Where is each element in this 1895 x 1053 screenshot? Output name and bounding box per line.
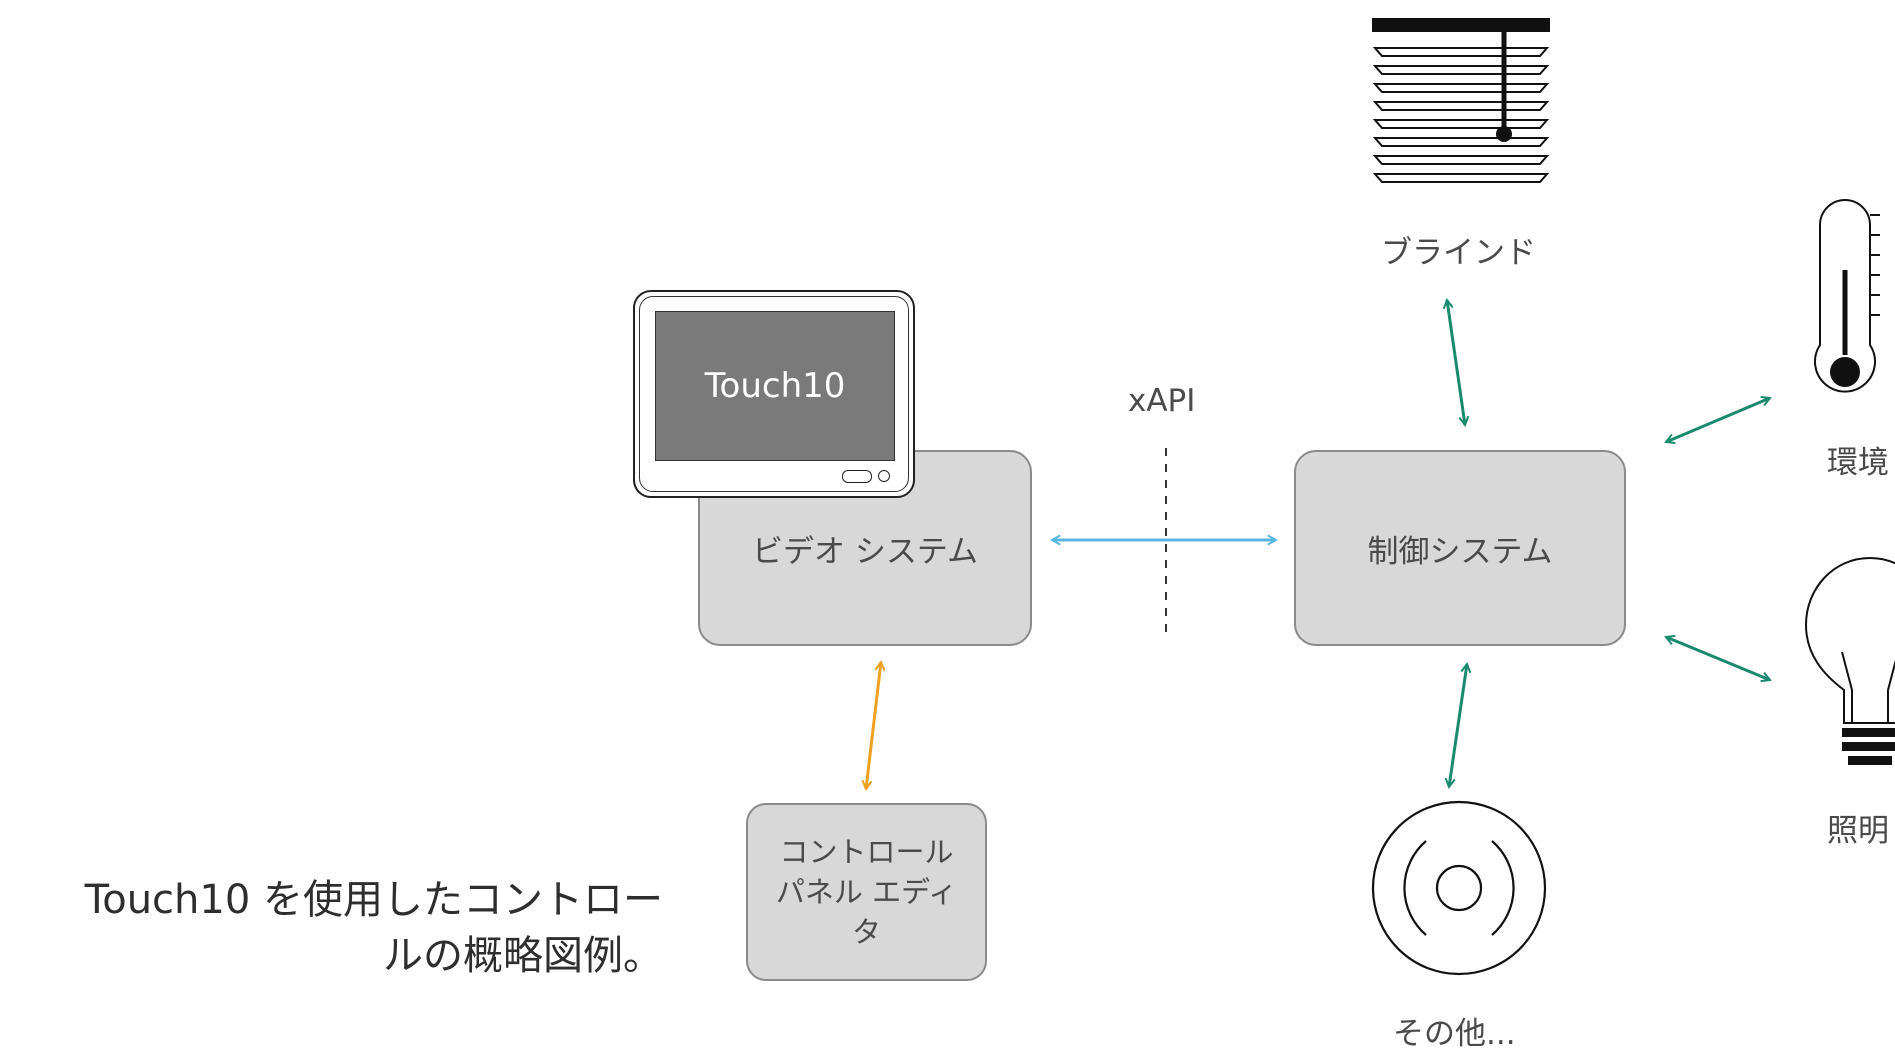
- touch10-power-icon: [878, 470, 890, 482]
- environment-arrow: [1666, 398, 1770, 442]
- control-system-box: 制御システム: [1294, 450, 1626, 646]
- panel-editor-label: コントロール パネル エディタ: [775, 835, 958, 949]
- video-system-label: ビデオ システム: [752, 533, 978, 570]
- thermometer-icon: [1814, 199, 1880, 393]
- xapi-label: xAPI: [1128, 383, 1196, 419]
- speaker-icon: [1371, 800, 1547, 976]
- blinds-arrow: [1447, 300, 1465, 425]
- caption-line: Touch10 を使用したコントロー: [84, 877, 663, 923]
- other-arrow: [1449, 664, 1467, 787]
- lighting-label: 照明: [1827, 813, 1889, 849]
- environment-label: 環境: [1827, 445, 1889, 481]
- touch10-label: Touch10: [704, 366, 846, 406]
- lightbulb-icon: [1804, 556, 1895, 765]
- figure-caption: Touch10 を使用したコントロー ルの概略図例。: [85, 872, 663, 984]
- other-label: その他...: [1393, 1016, 1516, 1052]
- touch10-screen: Touch10: [655, 311, 895, 461]
- panel-editor-box: コントロール パネル エディタ: [746, 803, 987, 981]
- touch10-button-icon: [842, 470, 872, 483]
- blinds-label: ブラインド: [1381, 235, 1536, 271]
- control-system-label: 制御システム: [1367, 533, 1553, 570]
- lighting-arrow: [1666, 637, 1770, 680]
- touch10-device: Touch10: [633, 290, 915, 498]
- blinds-icon: [1372, 18, 1550, 183]
- editor-arrow: [866, 662, 881, 789]
- caption-line: ルの概略図例。: [383, 933, 663, 979]
